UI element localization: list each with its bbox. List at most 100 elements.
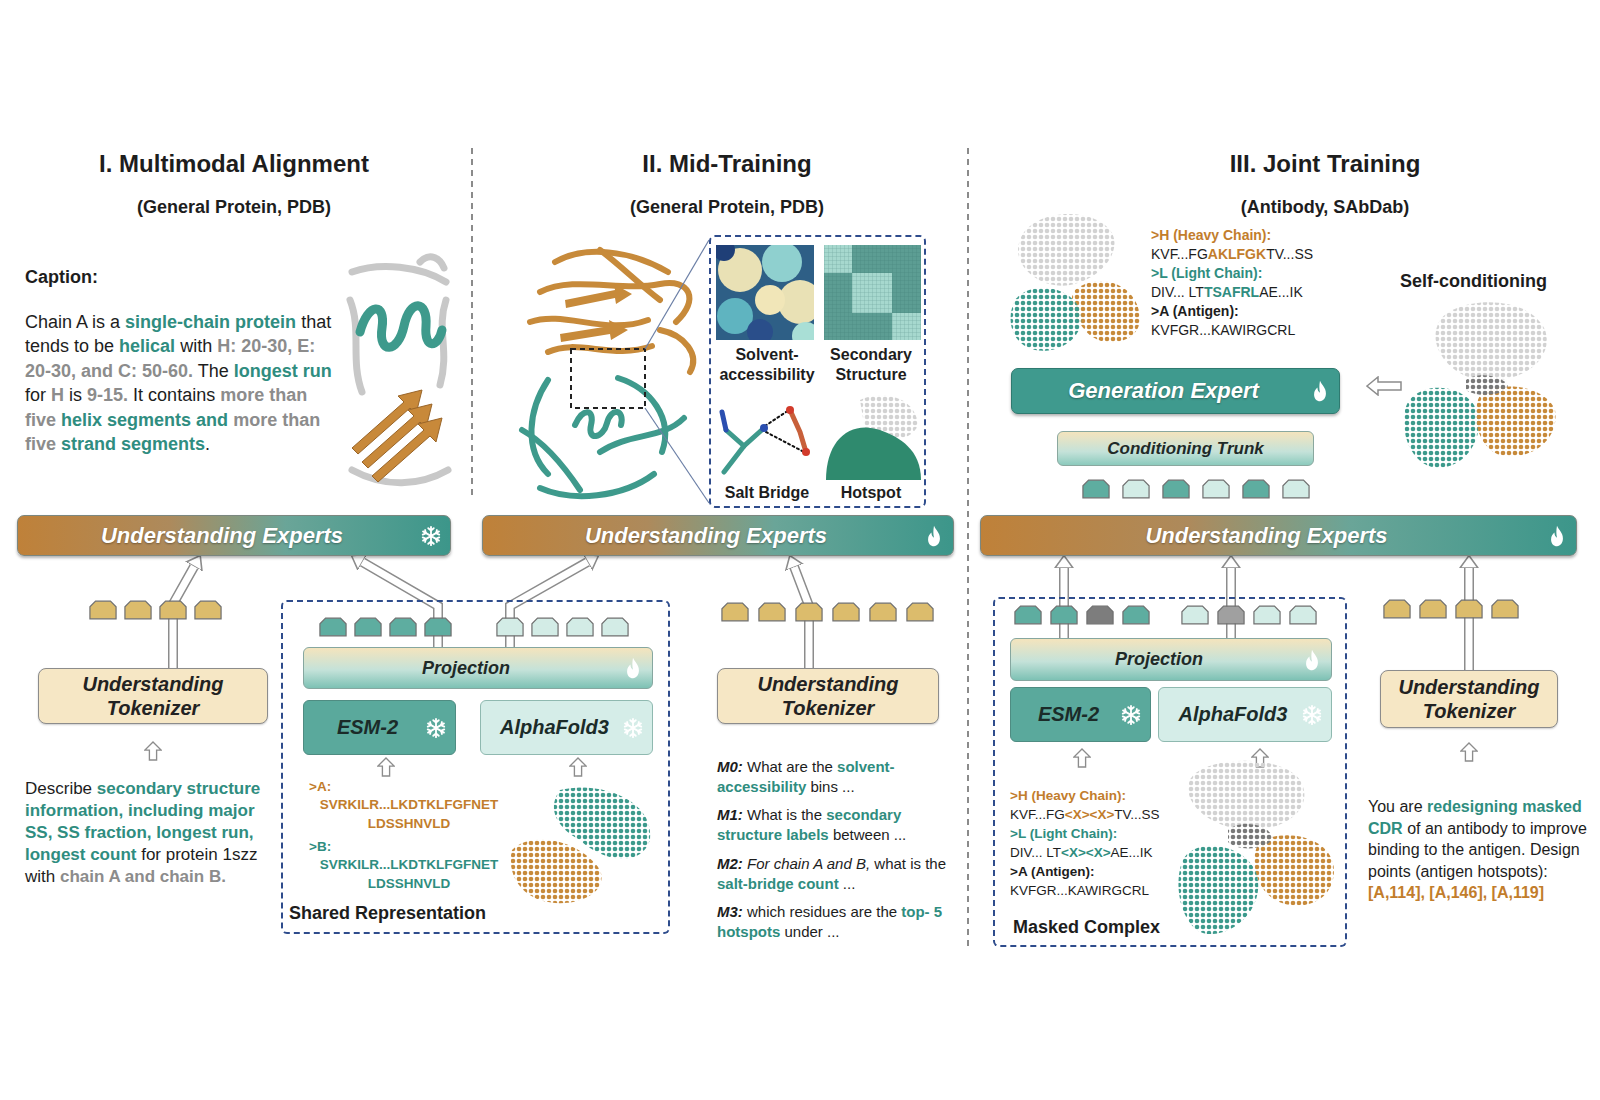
node-label: Projection bbox=[1115, 649, 1203, 670]
text-block: >L (Light Chain): bbox=[1010, 825, 1117, 843]
text-run: is bbox=[69, 385, 82, 405]
text-run: AKLFGK bbox=[1208, 246, 1266, 262]
node-label: Understanding Experts bbox=[1145, 523, 1387, 549]
trunk-box: Conditioning Trunk bbox=[1057, 431, 1314, 466]
tokenizer-box: Understanding Tokenizer bbox=[717, 668, 939, 724]
text-run: M2: bbox=[717, 855, 743, 872]
node-label: Projection bbox=[422, 658, 510, 679]
text-block: You are redesigning masked CDR of an ant… bbox=[1368, 796, 1594, 904]
text-block: >H (Heavy Chain): bbox=[1151, 226, 1271, 244]
tokenizer-box: Understanding Tokenizer bbox=[1380, 670, 1558, 728]
text-run: M1: bbox=[717, 806, 743, 823]
expert-bar: Understanding Experts bbox=[482, 515, 954, 556]
arrow-outline bbox=[1226, 568, 1236, 638]
text-block: DIV... LTTSAFRLAE...IK bbox=[1151, 283, 1303, 301]
text-block: Salt Bridge bbox=[712, 483, 822, 503]
node-label: Understanding Experts bbox=[585, 523, 827, 549]
text-block: Hotspot bbox=[818, 483, 924, 503]
text-block: II. Mid-Training bbox=[497, 148, 957, 179]
text-run: You are bbox=[1368, 798, 1423, 815]
text-run: For chain A and B, bbox=[747, 855, 870, 872]
text-block: >A: bbox=[309, 778, 331, 796]
text-run: H bbox=[51, 385, 64, 405]
text-block: M3: which residues are the top- 5 hotspo… bbox=[717, 902, 959, 943]
encoder-box: ESM-2 bbox=[303, 700, 456, 755]
text-run: DIV... LT bbox=[1010, 845, 1061, 860]
text-run: AE...IK bbox=[1259, 284, 1303, 300]
text-block: Solvent- accessibility bbox=[712, 345, 822, 385]
text-block: >H (Heavy Chain): bbox=[1010, 787, 1126, 805]
frozen-icon bbox=[622, 717, 644, 739]
node-label: Understanding Experts bbox=[101, 523, 343, 549]
frozen-icon bbox=[425, 717, 447, 739]
trainable-icon bbox=[622, 657, 644, 679]
text-run: (Antibody, SAbDab) bbox=[1241, 197, 1410, 217]
frozen-icon bbox=[1301, 704, 1323, 726]
node-label: Understanding Tokenizer bbox=[47, 672, 259, 720]
expert-bar: Understanding Experts bbox=[17, 515, 451, 556]
text-run: KVF...FG bbox=[1151, 246, 1208, 262]
node-label: Generation Expert bbox=[1068, 378, 1259, 404]
text-run: TV...SS bbox=[1114, 807, 1159, 822]
text-run: ... bbox=[843, 875, 856, 892]
text-run: Caption: bbox=[25, 267, 98, 287]
text-run: <X><X> bbox=[1061, 845, 1111, 860]
text-block: Masked Complex bbox=[1013, 916, 1160, 939]
text-run: >A (Antigen): bbox=[1151, 303, 1239, 319]
text-run: Self-conditioning bbox=[1400, 271, 1547, 291]
text-run: Describe bbox=[25, 779, 92, 798]
trainable-icon bbox=[1309, 380, 1331, 402]
arrow-outline bbox=[1059, 568, 1069, 638]
text-block: III. Joint Training bbox=[1075, 148, 1575, 179]
arrow-fill bbox=[1466, 568, 1473, 670]
frozen-icon bbox=[420, 525, 442, 547]
text-run: bins ... bbox=[810, 778, 854, 795]
text-run: which residues are the bbox=[747, 903, 897, 920]
text-run: for bbox=[25, 385, 46, 405]
text-run: The bbox=[198, 361, 229, 381]
node-label: ESM-2 bbox=[1038, 703, 1099, 726]
text-run: >A (Antigen): bbox=[1010, 864, 1095, 879]
text-run: Masked Complex bbox=[1013, 917, 1160, 937]
text-run: I. Multimodal Alignment bbox=[99, 150, 369, 177]
text-run: M0: bbox=[717, 758, 743, 775]
trainable-icon bbox=[1546, 525, 1568, 547]
text-run: TV...SS bbox=[1266, 246, 1313, 262]
dashed-group: ProjectionESM-2 AlphaFold3 >H (Heavy Chain… bbox=[993, 597, 1347, 947]
projection-box: Projection bbox=[1010, 638, 1332, 681]
text-run: III. Joint Training bbox=[1230, 150, 1421, 177]
text-run: >H (Heavy Chain): bbox=[1151, 227, 1271, 243]
text-run: >H (Heavy Chain): bbox=[1010, 788, 1126, 803]
arrow-fill bbox=[1061, 568, 1068, 638]
text-run: Shared Representation bbox=[289, 903, 486, 923]
flow-arrow bbox=[1469, 568, 1470, 670]
text-run: SVRKILR...LKDTKLFGFNET LDSSHNVLD bbox=[320, 857, 499, 891]
node-label: Understanding Tokenizer bbox=[1389, 675, 1549, 723]
text-run: Solvent- accessibility bbox=[719, 346, 814, 383]
text-run: single-chain protein bbox=[125, 312, 296, 332]
text-block: Chain A is a single-chain protein that t… bbox=[25, 310, 343, 457]
expert-bar: Understanding Experts bbox=[980, 515, 1577, 556]
generator-bar: Generation Expert bbox=[1011, 368, 1340, 414]
text-run: AE...IK bbox=[1111, 845, 1153, 860]
text-run: helical bbox=[119, 336, 175, 356]
text-block: Caption: bbox=[25, 266, 98, 289]
arrow-outline bbox=[1464, 568, 1474, 670]
text-block: KVF...FG<X><X>TV...SS bbox=[1010, 806, 1160, 824]
text-run: chain A and chain B. bbox=[60, 867, 226, 886]
text-run: under ... bbox=[785, 923, 840, 940]
text-run: Hotspot bbox=[841, 484, 901, 501]
text-run: SVRKILR...LKDTKLFGFNET LDSSHNVLD bbox=[320, 797, 499, 831]
text-run: Secondary Structure bbox=[830, 346, 912, 383]
node-label: AlphaFold3 bbox=[1179, 703, 1288, 726]
text-run: KVFGR...KAWIRGCRL bbox=[1151, 322, 1295, 338]
node-label: ESM-2 bbox=[337, 716, 398, 739]
tokenizer-box: Understanding Tokenizer bbox=[38, 668, 268, 724]
text-run: M3: bbox=[717, 903, 743, 920]
text-run: 9-15. bbox=[87, 385, 128, 405]
text-block: I. Multimodal Alignment bbox=[19, 148, 449, 179]
frozen-icon bbox=[1120, 704, 1142, 726]
flow-arrow bbox=[1231, 568, 1232, 638]
text-run: What is the bbox=[747, 806, 822, 823]
